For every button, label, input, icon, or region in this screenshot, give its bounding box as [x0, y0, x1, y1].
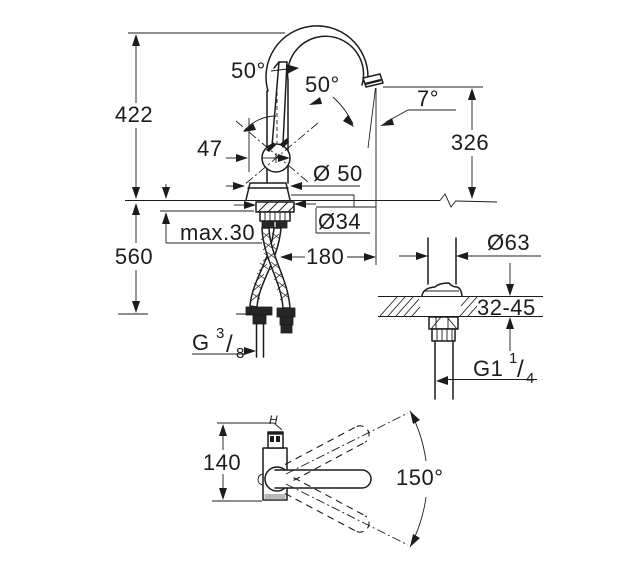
dim-label-g38-slash: /	[226, 331, 233, 358]
top-body-bump	[257, 473, 264, 486]
front-view-dimensions: 422 560 max.30 47	[115, 32, 489, 362]
dim-g114: G1 1 / 4	[436, 350, 537, 387]
drain-locknut-ribs	[436, 329, 453, 341]
hose-end-left-nut	[252, 314, 267, 325]
lever-clamp-left	[266, 142, 276, 152]
dim-label-326: 326	[451, 130, 489, 155]
dim-32-45: 32-45	[477, 263, 536, 351]
top-spout-fill	[275, 469, 378, 489]
spout-outer-arc	[265, 25, 369, 92]
mounting-nut-hatch	[257, 201, 295, 213]
dim-326: 326	[383, 86, 489, 199]
dim-label-g114-sup: 1	[509, 350, 518, 367]
dim-label-560: 560	[115, 244, 153, 269]
drain-valve-view: Ø63 32-45 G1 1 / 4	[378, 230, 543, 400]
hose-fitting-right	[275, 220, 288, 229]
dim-label-180: 180	[306, 244, 344, 269]
dim-label-d50: Ø 50	[313, 161, 363, 186]
dim-label-g114-slash: /	[517, 356, 524, 383]
hose-end-right-nut3	[280, 324, 293, 334]
top-view: 150° H 140	[203, 410, 444, 548]
dim-140: H 140	[203, 413, 283, 502]
top-spout-rotated-up	[284, 412, 409, 481]
dim-7deg: 7°	[367, 86, 456, 265]
top-handle-dot-left	[270, 436, 274, 442]
dim-label-g114-sub: 4	[526, 370, 535, 387]
drain-locknut	[431, 328, 456, 342]
lever-clamp-right	[280, 138, 289, 148]
dim-label-140: 140	[203, 450, 241, 475]
counter-lines	[125, 193, 498, 234]
dim-label-422: 422	[115, 102, 153, 127]
dim-max30: max.30	[162, 184, 262, 245]
dim-d34: Ø34	[234, 200, 361, 234]
top-handle-dot-right	[276, 436, 280, 442]
dim-50deg-right: 50°	[243, 72, 354, 186]
counter-top-line	[125, 193, 498, 208]
lever-left-edge	[271, 61, 280, 147]
hose-end-right-nut2	[279, 316, 294, 326]
spout-tip-edge	[364, 78, 382, 86]
drain-body-flange	[428, 316, 459, 330]
dim-d63: Ø63	[399, 230, 541, 260]
dim-label-d63: Ø63	[487, 230, 530, 255]
hose-right-braid	[260, 231, 290, 301]
hose-end-right-nut	[276, 307, 296, 318]
dim-d50: Ø 50	[226, 161, 363, 190]
dim-label-g38-base: G	[192, 330, 210, 355]
drain-cap	[421, 282, 463, 297]
hose-fitting-left	[261, 220, 275, 229]
top-body-base-band	[264, 494, 286, 500]
sink-deck-hatch	[379, 296, 478, 317]
dim-180: 180	[280, 244, 376, 269]
handle-rotated-right-line	[243, 122, 319, 186]
spout-inner-arc	[286, 35, 365, 86]
dim-label-47: 47	[197, 136, 222, 161]
shank-callout-box	[291, 194, 376, 234]
dim-g38: G 3 / 8	[192, 325, 256, 362]
dim-label-150deg: 150°	[396, 465, 444, 490]
lever-tip-tick	[273, 61, 280, 69]
dim-label-7deg: 7°	[417, 86, 439, 111]
dim-560: 560	[115, 203, 250, 315]
mounting-nut	[255, 201, 295, 213]
top-spout-rotated-down	[284, 477, 409, 546]
dim-label-g38-sub: 8	[236, 345, 245, 362]
drain-body-flange-detail	[430, 316, 458, 330]
dim-label-50deg-right: 50°	[305, 72, 340, 97]
top-handle-mark: H	[269, 413, 278, 427]
dim-label-g38-sup: 3	[216, 325, 225, 342]
top-spout	[274, 469, 372, 489]
dim-label-d34: Ø34	[318, 209, 361, 234]
dim-50deg-left: 50°	[231, 58, 309, 183]
dim-422: 422	[115, 34, 153, 199]
lever-right-edge	[282, 61, 288, 145]
dim-label-max30: max.30	[180, 220, 255, 245]
shank-thread-ribs	[264, 212, 286, 221]
dim-150deg: 150°	[396, 410, 444, 548]
base-flange	[245, 182, 291, 201]
dim-label-50deg-left: 50°	[231, 58, 266, 83]
handle-rotated-left-line	[235, 120, 309, 183]
dim-label-g114-base: G1	[473, 356, 503, 381]
dim-label-32-45: 32-45	[477, 295, 536, 320]
dim-47: 47	[197, 118, 290, 172]
